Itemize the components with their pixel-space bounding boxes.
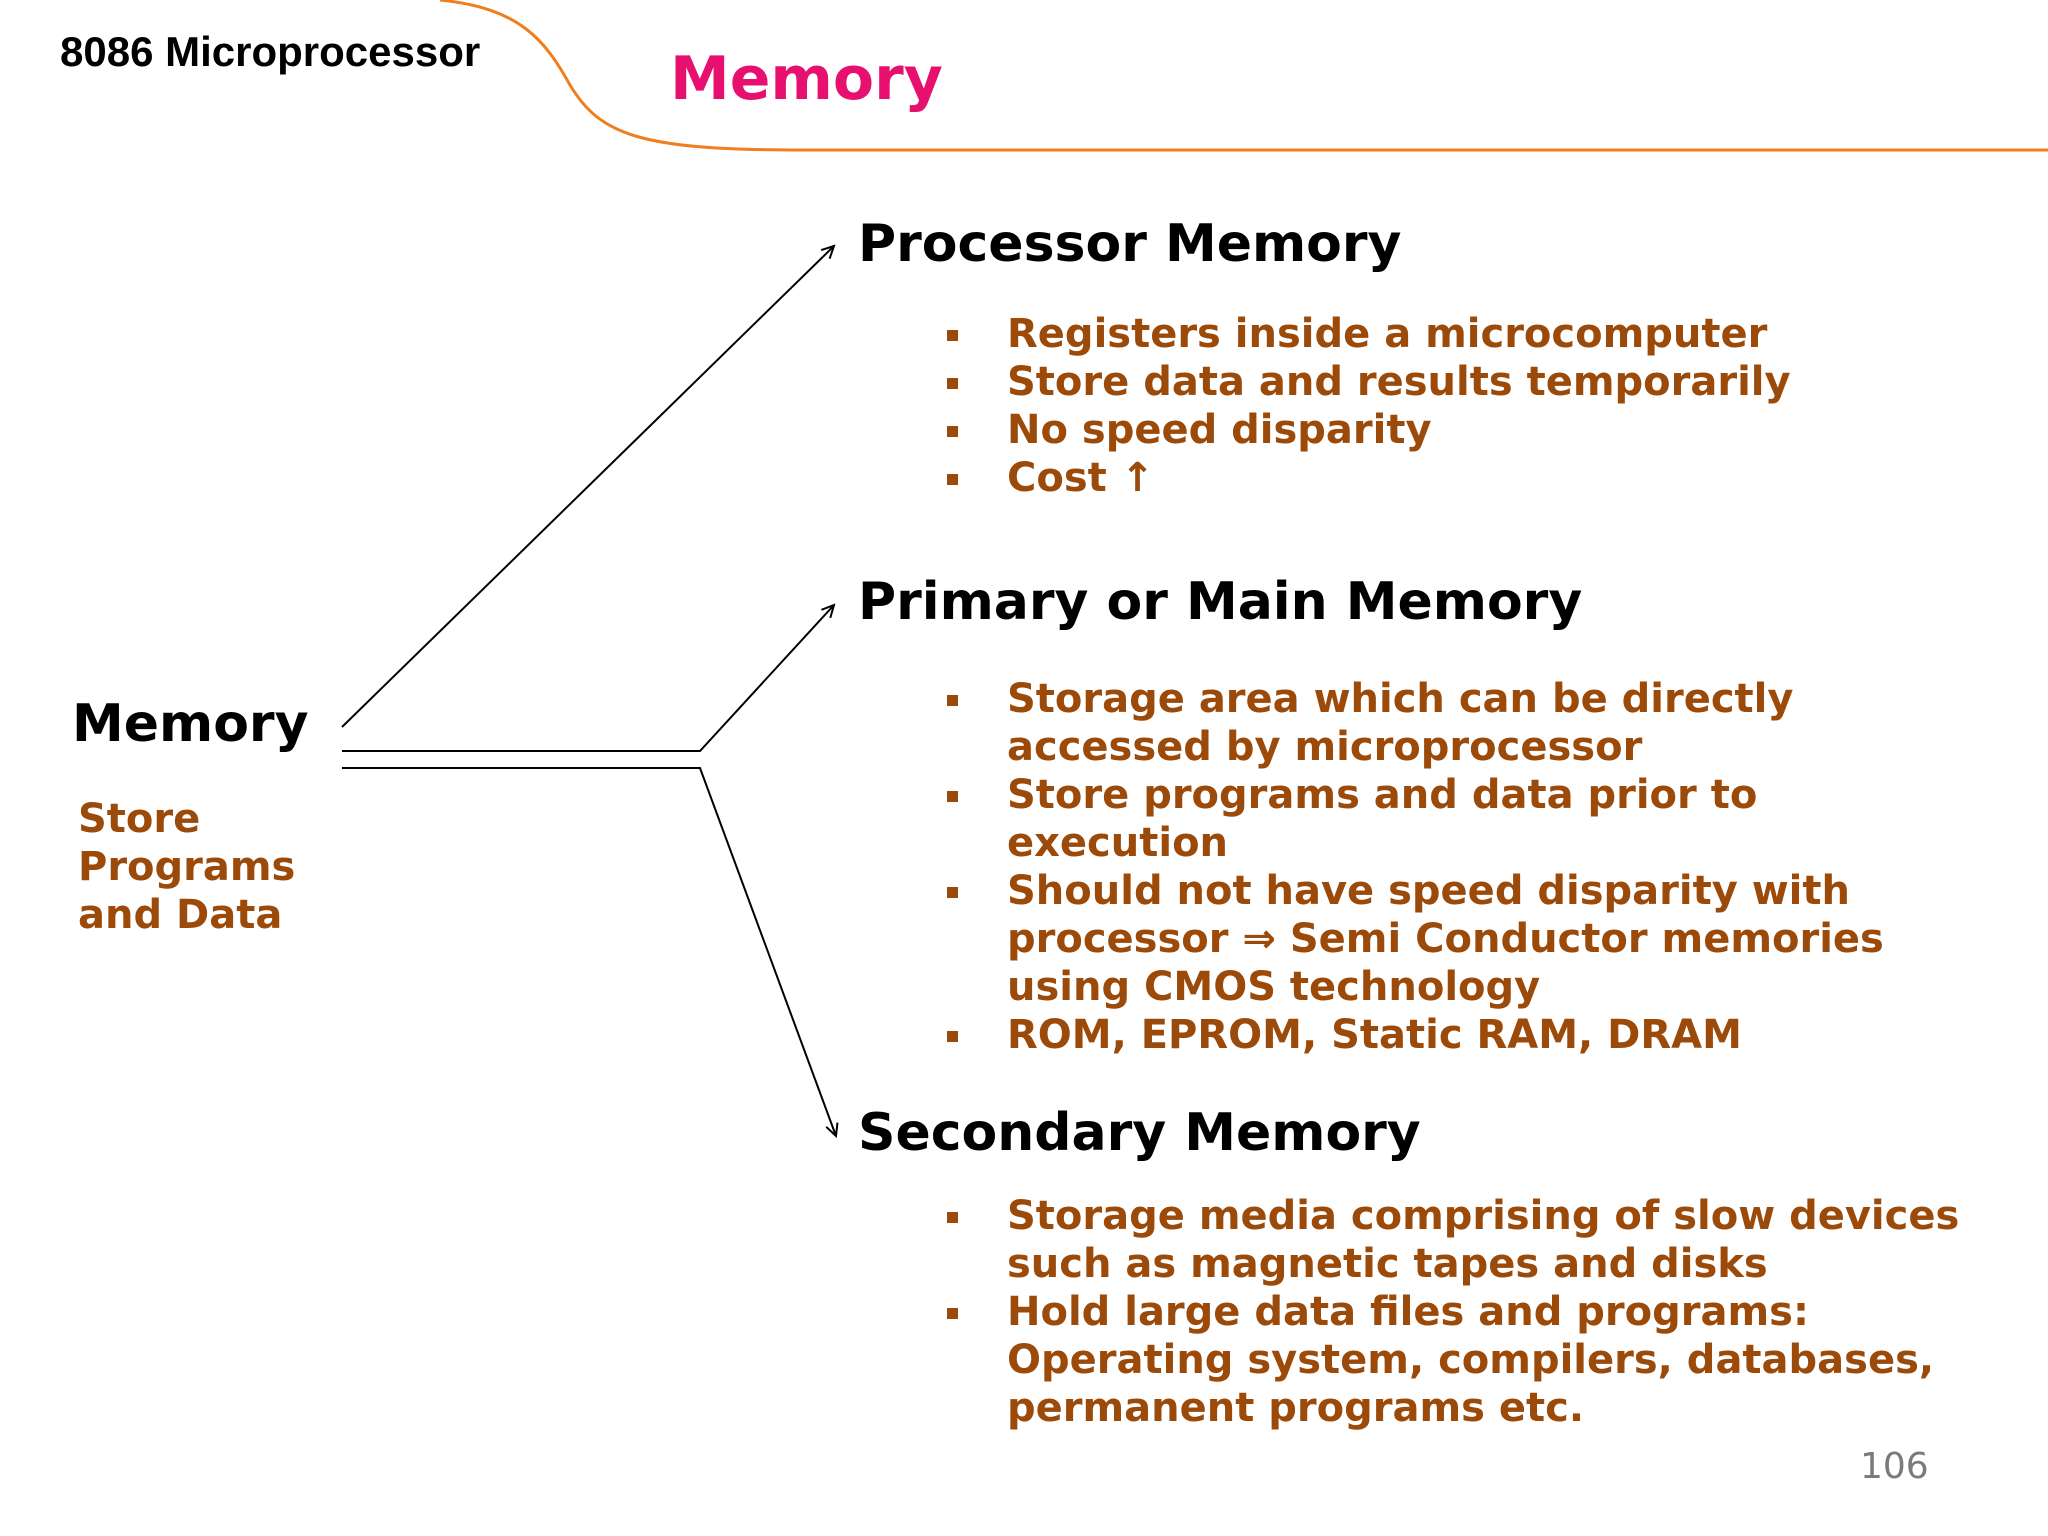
bullet-item: ROM, EPROM, Static RAM, DRAM [940, 1011, 1970, 1059]
bullet-item: Store programs and data prior to executi… [940, 771, 1970, 867]
arrow-to-processor-memory [341, 246, 834, 728]
root-node-description: Store Programs and Data [78, 795, 295, 939]
bullet-item: Registers inside a microcomputer [940, 310, 1970, 358]
root-description-line: Store [78, 796, 201, 842]
bullet-item: Should not have speed disparity with pro… [940, 867, 1970, 1011]
bullet-item: Hold large data files and programs: Oper… [940, 1288, 1970, 1432]
bullet-item: No speed disparity [940, 406, 1970, 454]
branch-heading-processor-memory: Processor Memory [858, 214, 1402, 274]
secondary-memory-bullets: Storage media comprising of slow devices… [940, 1192, 1970, 1432]
root-node-label: Memory [72, 694, 309, 754]
branch-heading-secondary-memory: Secondary Memory [858, 1103, 1421, 1163]
bullet-item: Store data and results temporarily [940, 358, 1970, 406]
bullet-item: Storage area which can be directly acces… [940, 675, 1970, 771]
page-number: 106 [1860, 1446, 1929, 1487]
bullet-item: Storage media comprising of slow devices… [940, 1192, 1970, 1288]
bullet-item: Cost ↑ [940, 454, 1970, 502]
arrow-to-secondary-memory [342, 767, 836, 1136]
slide-title: Memory [670, 44, 943, 114]
primary-memory-bullets: Storage area which can be directly acces… [940, 675, 1970, 1059]
branch-heading-primary-memory: Primary or Main Memory [858, 572, 1583, 632]
root-description-line: and Data [78, 892, 283, 938]
root-description-line: Programs [78, 844, 296, 890]
arrow-to-primary-memory [342, 605, 834, 752]
course-title: 8086 Microprocessor [60, 28, 481, 75]
processor-memory-bullets: Registers inside a microcomputer Store d… [940, 310, 1970, 502]
header-curve [439, 0, 2048, 152]
